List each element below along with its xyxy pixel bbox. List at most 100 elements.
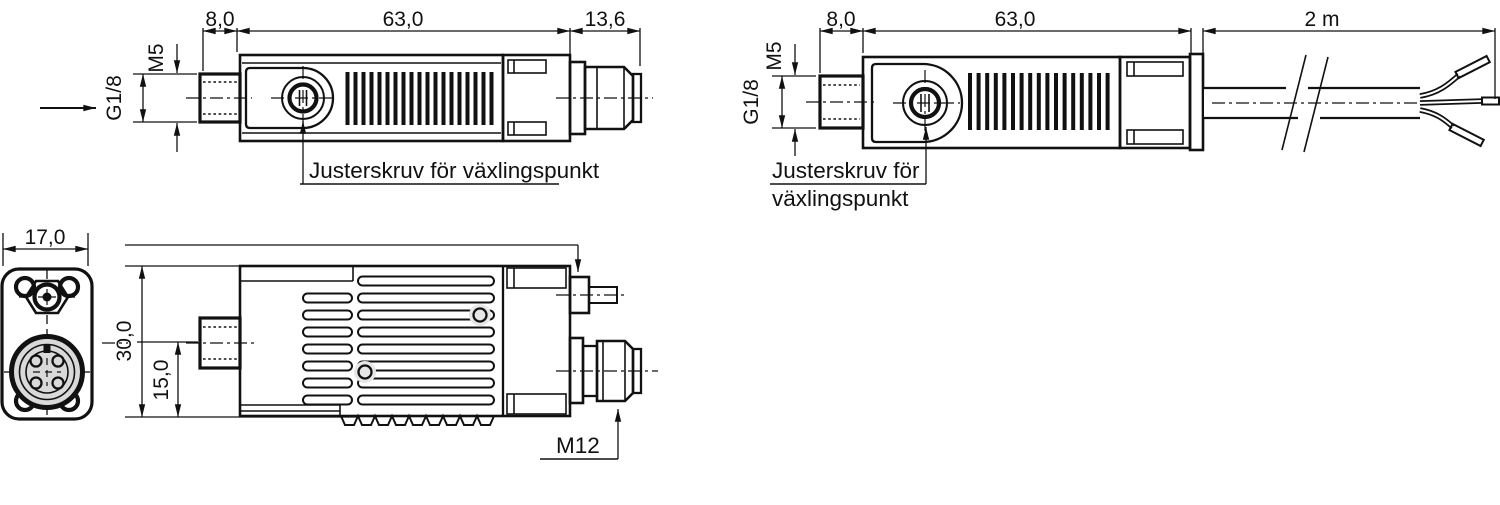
vent-stripe: [417, 72, 422, 125]
vent-slot: [357, 377, 495, 389]
pin: [51, 376, 65, 390]
vent-stripe: [976, 73, 981, 130]
vent-stripe: [1045, 73, 1050, 130]
g18-port: [186, 316, 254, 370]
pin: [29, 376, 43, 390]
vent-slot: [357, 326, 495, 338]
pin: [29, 354, 43, 368]
vent-stripe: [393, 72, 398, 125]
dim-height: 30,0: [113, 321, 136, 362]
vent-stripe: [1105, 73, 1110, 130]
vent-slot: [357, 343, 495, 355]
adjust-screw-callout: Justerskruv för växlingspunkt: [299, 120, 600, 185]
vent-stripe: [968, 73, 972, 130]
dim-body-length: 63,0: [995, 8, 1036, 31]
m12-callout: M12: [540, 408, 622, 460]
dim-port-center: 15,0: [150, 360, 173, 401]
adjust-screw-housing: [870, 62, 964, 144]
dim-body-length: 63,0: [383, 8, 424, 31]
vent-stripe: [489, 72, 494, 125]
adjust-screw: [893, 70, 960, 136]
vent-stripe: [385, 72, 390, 125]
vent-stripe: [473, 72, 478, 125]
screw-holes: [354, 304, 491, 383]
vent-stripe: [1011, 73, 1015, 130]
vent-stripe: [465, 72, 470, 125]
dim-port-length: 8,0: [205, 8, 234, 31]
vent-stripe: [993, 73, 998, 130]
adjust-screw-label-line1: Justerskruv för: [772, 158, 920, 183]
adjust-screw-label-line2: växlingspunkt: [772, 186, 909, 211]
vent-stripe: [361, 72, 366, 125]
dim-connector-length: 13,6: [585, 8, 626, 31]
vent-stripe: [481, 72, 486, 125]
vent-slot: [302, 377, 353, 389]
bleed-hex-fitting: [19, 270, 75, 324]
thread-m5-label: M5: [763, 41, 786, 70]
adjust-screw: [271, 66, 335, 130]
rear-clip-section: [1118, 52, 1205, 152]
vent-stripe: [1019, 73, 1024, 130]
vent-stripe: [441, 72, 446, 125]
vent-slots: [302, 275, 495, 406]
serrated-grip: [340, 413, 495, 426]
vent-stripe: [1071, 73, 1076, 130]
vent-slot: [302, 343, 353, 355]
vent-stripe: [449, 72, 454, 125]
adjust-screw-label: Justerskruv för växlingspunkt: [309, 158, 600, 183]
dim-width: 17,0: [25, 226, 66, 249]
vent-stripe: [425, 72, 430, 125]
vent-stripe: [1079, 73, 1084, 130]
vent-stripe: [433, 72, 438, 125]
cable-gland: [1188, 52, 1205, 152]
vent-stripe: [1002, 73, 1007, 130]
vent-stripe: [1036, 73, 1041, 130]
vent-stripe: [353, 72, 358, 125]
vent-stripe: [377, 72, 382, 125]
wire-ends: [1419, 54, 1500, 148]
front-view: 17,0: [0, 226, 128, 421]
vent-stripe: [401, 72, 406, 125]
vent-stripe: [985, 73, 990, 130]
vent-slot: [302, 292, 353, 304]
top-view: 30,0 15,0: [113, 244, 658, 460]
cable-break-mark: [1303, 56, 1329, 153]
vent-stripe: [457, 72, 462, 125]
vent-slot: [302, 394, 353, 406]
vent-slot: [302, 360, 353, 372]
vent-slot: [357, 394, 495, 406]
vent-slot: [357, 309, 495, 321]
vent-stripes: [968, 73, 1110, 130]
thread-m12-label: M12: [556, 433, 600, 458]
thread-g18-label: G1/8: [103, 75, 126, 121]
vent-stripe: [409, 72, 414, 125]
vent-slot: [357, 275, 495, 287]
pin: [51, 354, 65, 368]
vent-slot: [302, 326, 353, 338]
thread-m5-label: M5: [145, 43, 168, 72]
vent-stripe: [1088, 73, 1093, 130]
side-view-m12: 8,0 63,0 13,6 G1/8 M5 Justerskruv för vä…: [40, 8, 653, 185]
vent-stripe: [1062, 73, 1067, 130]
vent-slot: [357, 360, 495, 372]
thread-g18-label: G1/8: [740, 79, 763, 125]
adjust-screw-callout: Justerskruv för växlingspunkt: [770, 126, 930, 211]
m12-connector: [556, 60, 653, 136]
vent-stripes: [345, 72, 494, 125]
m12-connector-face: [4, 329, 90, 415]
vent-slot: [302, 309, 353, 321]
vent-stripe: [1028, 73, 1033, 130]
g18-port: [806, 74, 874, 130]
bleed-port: [556, 275, 628, 315]
vent-stripe: [345, 72, 350, 125]
vent-slot: [357, 292, 495, 304]
g18-port: [186, 72, 252, 124]
side-view-cable: 8,0 63,0 2 m G1/8 M5 Justerskruv för väx…: [740, 8, 1500, 211]
cable: [1203, 54, 1500, 153]
vent-stripe: [1054, 73, 1058, 130]
m12-connector: [556, 336, 658, 405]
front-plate: [0, 267, 94, 421]
